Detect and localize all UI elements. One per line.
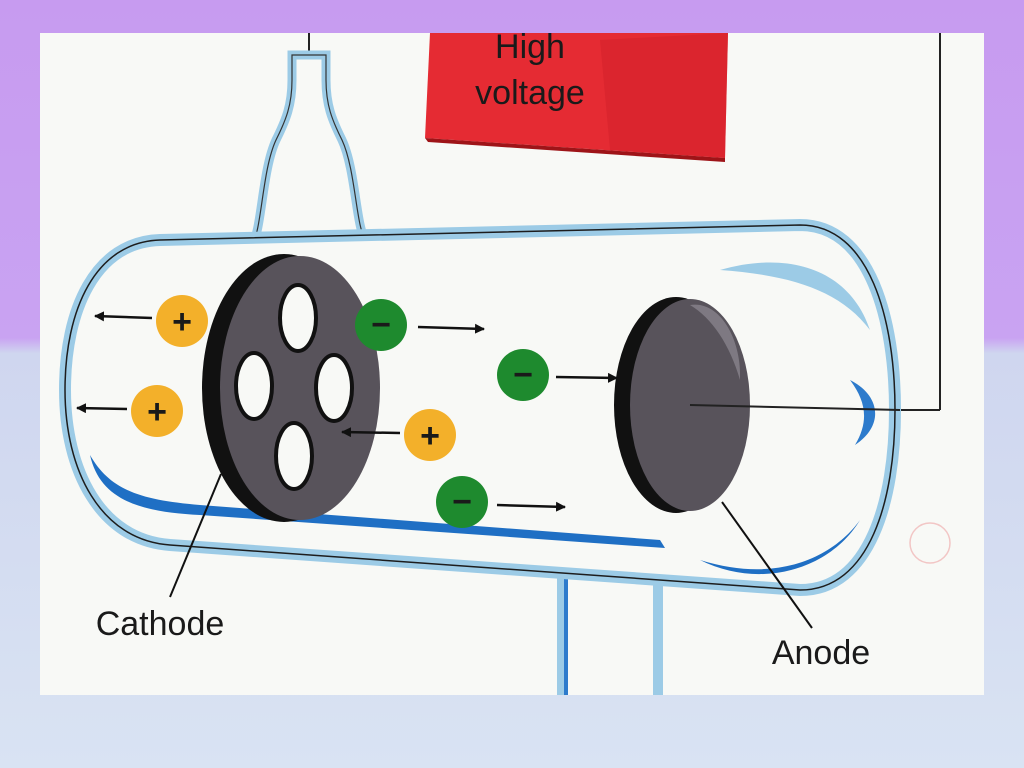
cathode-hole-bottom: [274, 421, 314, 491]
top-neck-outline: [251, 54, 367, 246]
anode-label: Anode: [772, 634, 870, 672]
positive-ion-arrow: [76, 403, 128, 414]
negative-ion-arrow: [555, 372, 618, 383]
positive-ion-arrow: [341, 427, 401, 438]
box-shade: [600, 33, 728, 158]
cathode-leader-line: [169, 473, 222, 598]
positive-ions: + + +: [76, 295, 456, 461]
cathode-label: Cathode: [96, 605, 225, 643]
box-bottom: [425, 138, 725, 162]
high-voltage-box: High voltage: [425, 33, 728, 162]
positive-ion: +: [156, 295, 208, 347]
negative-ion-sign: −: [371, 306, 391, 344]
cathode-face: [220, 256, 380, 520]
anode: [614, 297, 901, 513]
labels: Cathode Anode: [96, 473, 870, 672]
discharge-tube-diagram: High voltage: [58, 33, 951, 695]
positive-ion-sign: +: [172, 303, 192, 341]
decorative-circle: [909, 522, 951, 564]
positive-ion-sign: +: [420, 417, 440, 455]
negative-ion: −: [436, 476, 488, 528]
cathode-hole-right: [314, 353, 354, 423]
tube-outline: [64, 224, 896, 591]
negative-ion-arrow: [496, 501, 566, 512]
positive-ion-arrow: [94, 311, 153, 322]
high-voltage-label-line2: voltage: [475, 74, 585, 112]
glass-reflection-end: [720, 262, 870, 330]
cathode: [202, 254, 380, 522]
anode-wire: [689, 404, 901, 411]
anode-highlight: [690, 304, 741, 380]
negative-ion-sign: −: [513, 356, 533, 394]
glass-tube: [58, 50, 902, 695]
glass-reflection-tip: [850, 380, 876, 445]
high-voltage-label-line1: High: [495, 33, 565, 66]
negative-ion: −: [497, 349, 549, 401]
negative-ion: −: [355, 299, 407, 351]
negative-ion-sign: −: [452, 483, 472, 521]
cathode-hole-top: [278, 283, 318, 353]
positive-ion: +: [131, 385, 183, 437]
anode-leader-line: [721, 501, 813, 629]
positive-ion-sign: +: [147, 393, 167, 431]
top-neck: [247, 50, 370, 248]
diagram-panel: High voltage: [40, 33, 984, 695]
glass-reflection-bottom: [90, 455, 665, 548]
negative-ions: − − −: [355, 299, 618, 528]
cathode-hole-left: [234, 351, 274, 421]
positive-ion: +: [404, 409, 456, 461]
negative-ion-arrow: [417, 323, 485, 334]
